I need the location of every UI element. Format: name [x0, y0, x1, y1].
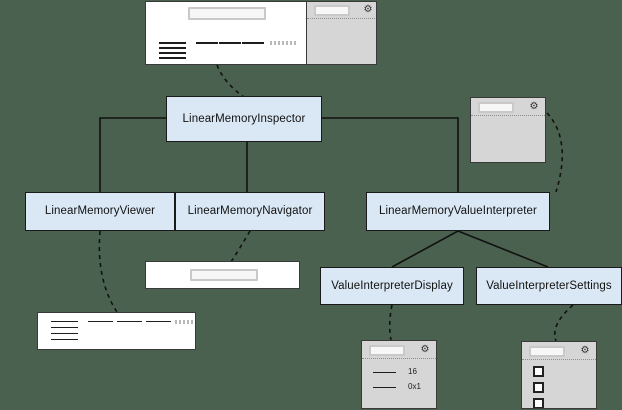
mockup-navigator-address-input[interactable]: [190, 269, 258, 281]
edge-value-interpreter-to-settings: [457, 230, 549, 268]
mockup-viewer-byte-group: [117, 321, 142, 322]
mockup-settings-checkbox[interactable]: [533, 366, 544, 377]
mockup-linear-memory-viewer: [37, 312, 196, 350]
mockup-display-row-label: [373, 387, 396, 388]
edge-inspector-to-value-interpreter: [322, 117, 459, 192]
mockup-viewer-ascii-region: [175, 320, 195, 324]
mockup-inspector-interpreter-toolbar: ⚙: [307, 2, 376, 19]
node-label: LinearMemoryViewer: [44, 205, 156, 218]
edge-mockup-settings-dashed: [554, 304, 574, 342]
edge-inspector-to-viewer: [99, 117, 166, 192]
node-label: LinearMemoryInspector: [182, 112, 306, 125]
gear-icon[interactable]: ⚙: [580, 345, 590, 356]
mockup-inspector-address-line: [159, 52, 186, 54]
mockup-display-row-value: 16: [408, 367, 417, 376]
mockup-linear-memory-value-interpreter: ⚙: [470, 97, 546, 163]
mockup-inspector-ascii-region: [270, 41, 298, 45]
node-label: ValueInterpreterSettings: [486, 279, 612, 292]
mockup-viewer-address-line: [51, 327, 78, 328]
mockup-display-row-label: [373, 372, 396, 373]
gear-icon[interactable]: ⚙: [363, 4, 373, 15]
mockup-value-interpreter-display: ⚙ 16 0x1: [361, 340, 437, 409]
mockup-value-interpreter-toolbar: ⚙: [471, 98, 545, 116]
mockup-viewer-address-line: [51, 339, 78, 340]
mockup-inspector-address-line: [159, 47, 186, 49]
mockup-inspector-byte-group: [242, 42, 264, 44]
gear-icon[interactable]: ⚙: [420, 344, 430, 355]
edge-mockup-value-interpreter-dashed: [546, 112, 564, 193]
mockup-inspector-address-line: [159, 42, 186, 44]
mockup-settings-checkbox[interactable]: [533, 382, 544, 393]
mockup-inspector-address-line: [159, 57, 186, 59]
mockup-display-row-value: 0x1: [408, 382, 421, 391]
gear-icon[interactable]: ⚙: [529, 101, 539, 112]
mockup-inspector-interpreter-pane: ⚙: [306, 2, 376, 64]
mockup-settings-toolbar: ⚙: [522, 342, 596, 360]
mockup-inspector-interpreter-input[interactable]: [314, 5, 350, 16]
edge-mockup-display-dashed: [388, 304, 393, 341]
mockup-viewer-byte-group: [88, 321, 113, 322]
node-value-interpreter-settings[interactable]: ValueInterpreterSettings: [476, 267, 622, 305]
node-label: LinearMemoryNavigator: [187, 205, 313, 218]
mockup-value-interpreter-settings: ⚙: [521, 341, 597, 409]
edge-value-interpreter-to-display: [391, 230, 459, 268]
node-linear-memory-navigator[interactable]: LinearMemoryNavigator: [175, 192, 325, 231]
mockup-linear-memory-navigator: [145, 261, 300, 289]
mockup-display-toolbar: ⚙: [362, 341, 436, 359]
node-linear-memory-inspector[interactable]: LinearMemoryInspector: [166, 96, 322, 142]
mockup-viewer-byte-group: [146, 321, 171, 322]
node-value-interpreter-display[interactable]: ValueInterpreterDisplay: [320, 267, 464, 305]
mockup-linear-memory-inspector: ⚙: [145, 1, 377, 65]
mockup-inspector-byte-group: [196, 42, 218, 44]
mockup-inspector-address-input[interactable]: [188, 7, 266, 20]
mockup-settings-input[interactable]: [529, 346, 565, 357]
mockup-inspector-byte-group: [219, 42, 241, 44]
mockup-inspector-main-pane: [146, 2, 306, 64]
edge-mockup-navigator-dashed: [230, 230, 251, 263]
mockup-value-interpreter-input[interactable]: [478, 102, 514, 113]
node-linear-memory-value-interpreter[interactable]: LinearMemoryValueInterpreter: [366, 192, 550, 231]
edge-mockup-viewer-dashed: [98, 230, 118, 313]
mockup-viewer-address-line: [51, 333, 78, 334]
node-label: LinearMemoryValueInterpreter: [379, 205, 537, 218]
mockup-settings-checkbox[interactable]: [533, 398, 544, 408]
edge-mockup-inspector-dashed: [216, 64, 245, 98]
mockup-viewer-address-line: [51, 321, 78, 322]
node-linear-memory-viewer[interactable]: LinearMemoryViewer: [25, 192, 175, 231]
node-label: ValueInterpreterDisplay: [331, 279, 453, 292]
mockup-display-input[interactable]: [369, 345, 405, 356]
